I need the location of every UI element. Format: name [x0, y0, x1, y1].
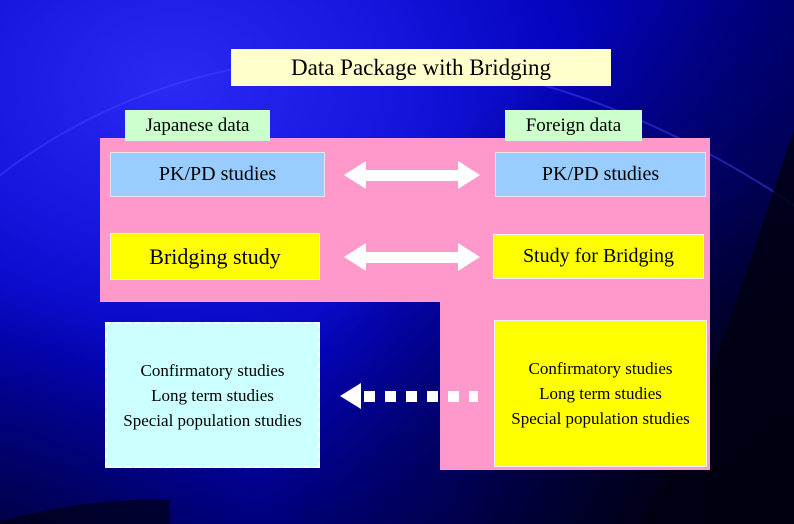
confirmatory-line: Confirmatory studies — [528, 359, 673, 378]
header-foreign-data-label: Foreign data — [525, 114, 622, 136]
box-japanese-pkpd-label: PK/PD studies — [158, 163, 277, 185]
box-foreign-confirmatory: Confirmatory studies Long term studies S… — [494, 320, 707, 467]
double-arrow-icon — [344, 243, 480, 271]
box-foreign-pkpd: PK/PD studies — [495, 152, 706, 197]
box-foreign-pkpd-label: PK/PD studies — [541, 163, 660, 185]
arrow-dashes — [364, 390, 478, 402]
page-title-text: Data Package with Bridging — [291, 54, 551, 80]
confirmatory-line: Long term studies — [539, 384, 662, 403]
box-japanese-pkpd: PK/PD studies — [110, 152, 325, 197]
header-foreign-data: Foreign data — [505, 110, 642, 141]
arrow-bar — [366, 169, 458, 181]
arrow-head-right-icon — [458, 243, 480, 271]
confirmatory-line: Special population studies — [123, 410, 302, 430]
box-japanese-confirmatory: Confirmatory studies Long term studies S… — [105, 322, 320, 468]
confirmatory-line: Confirmatory studies — [140, 360, 285, 380]
confirmatory-line: Special population studies — [511, 409, 690, 428]
arrow-head-left-icon — [340, 383, 361, 409]
arrow-head-right-icon — [458, 161, 480, 189]
page-title: Data Package with Bridging — [231, 49, 611, 86]
double-arrow-icon — [344, 161, 480, 189]
box-bridging-study-label: Bridging study — [149, 243, 281, 269]
dashed-left-arrow-icon — [340, 383, 478, 409]
arrow-bar — [366, 251, 458, 263]
arrow-head-left-icon — [344, 243, 366, 271]
box-study-for-bridging: Study for Bridging — [493, 234, 704, 279]
box-study-for-bridging-label: Study for Bridging — [522, 245, 675, 267]
header-japanese-data-label: Japanese data — [145, 114, 250, 136]
arrow-head-left-icon — [344, 161, 366, 189]
header-japanese-data: Japanese data — [125, 110, 270, 141]
confirmatory-line: Long term studies — [151, 385, 274, 405]
box-bridging-study: Bridging study — [110, 233, 320, 280]
